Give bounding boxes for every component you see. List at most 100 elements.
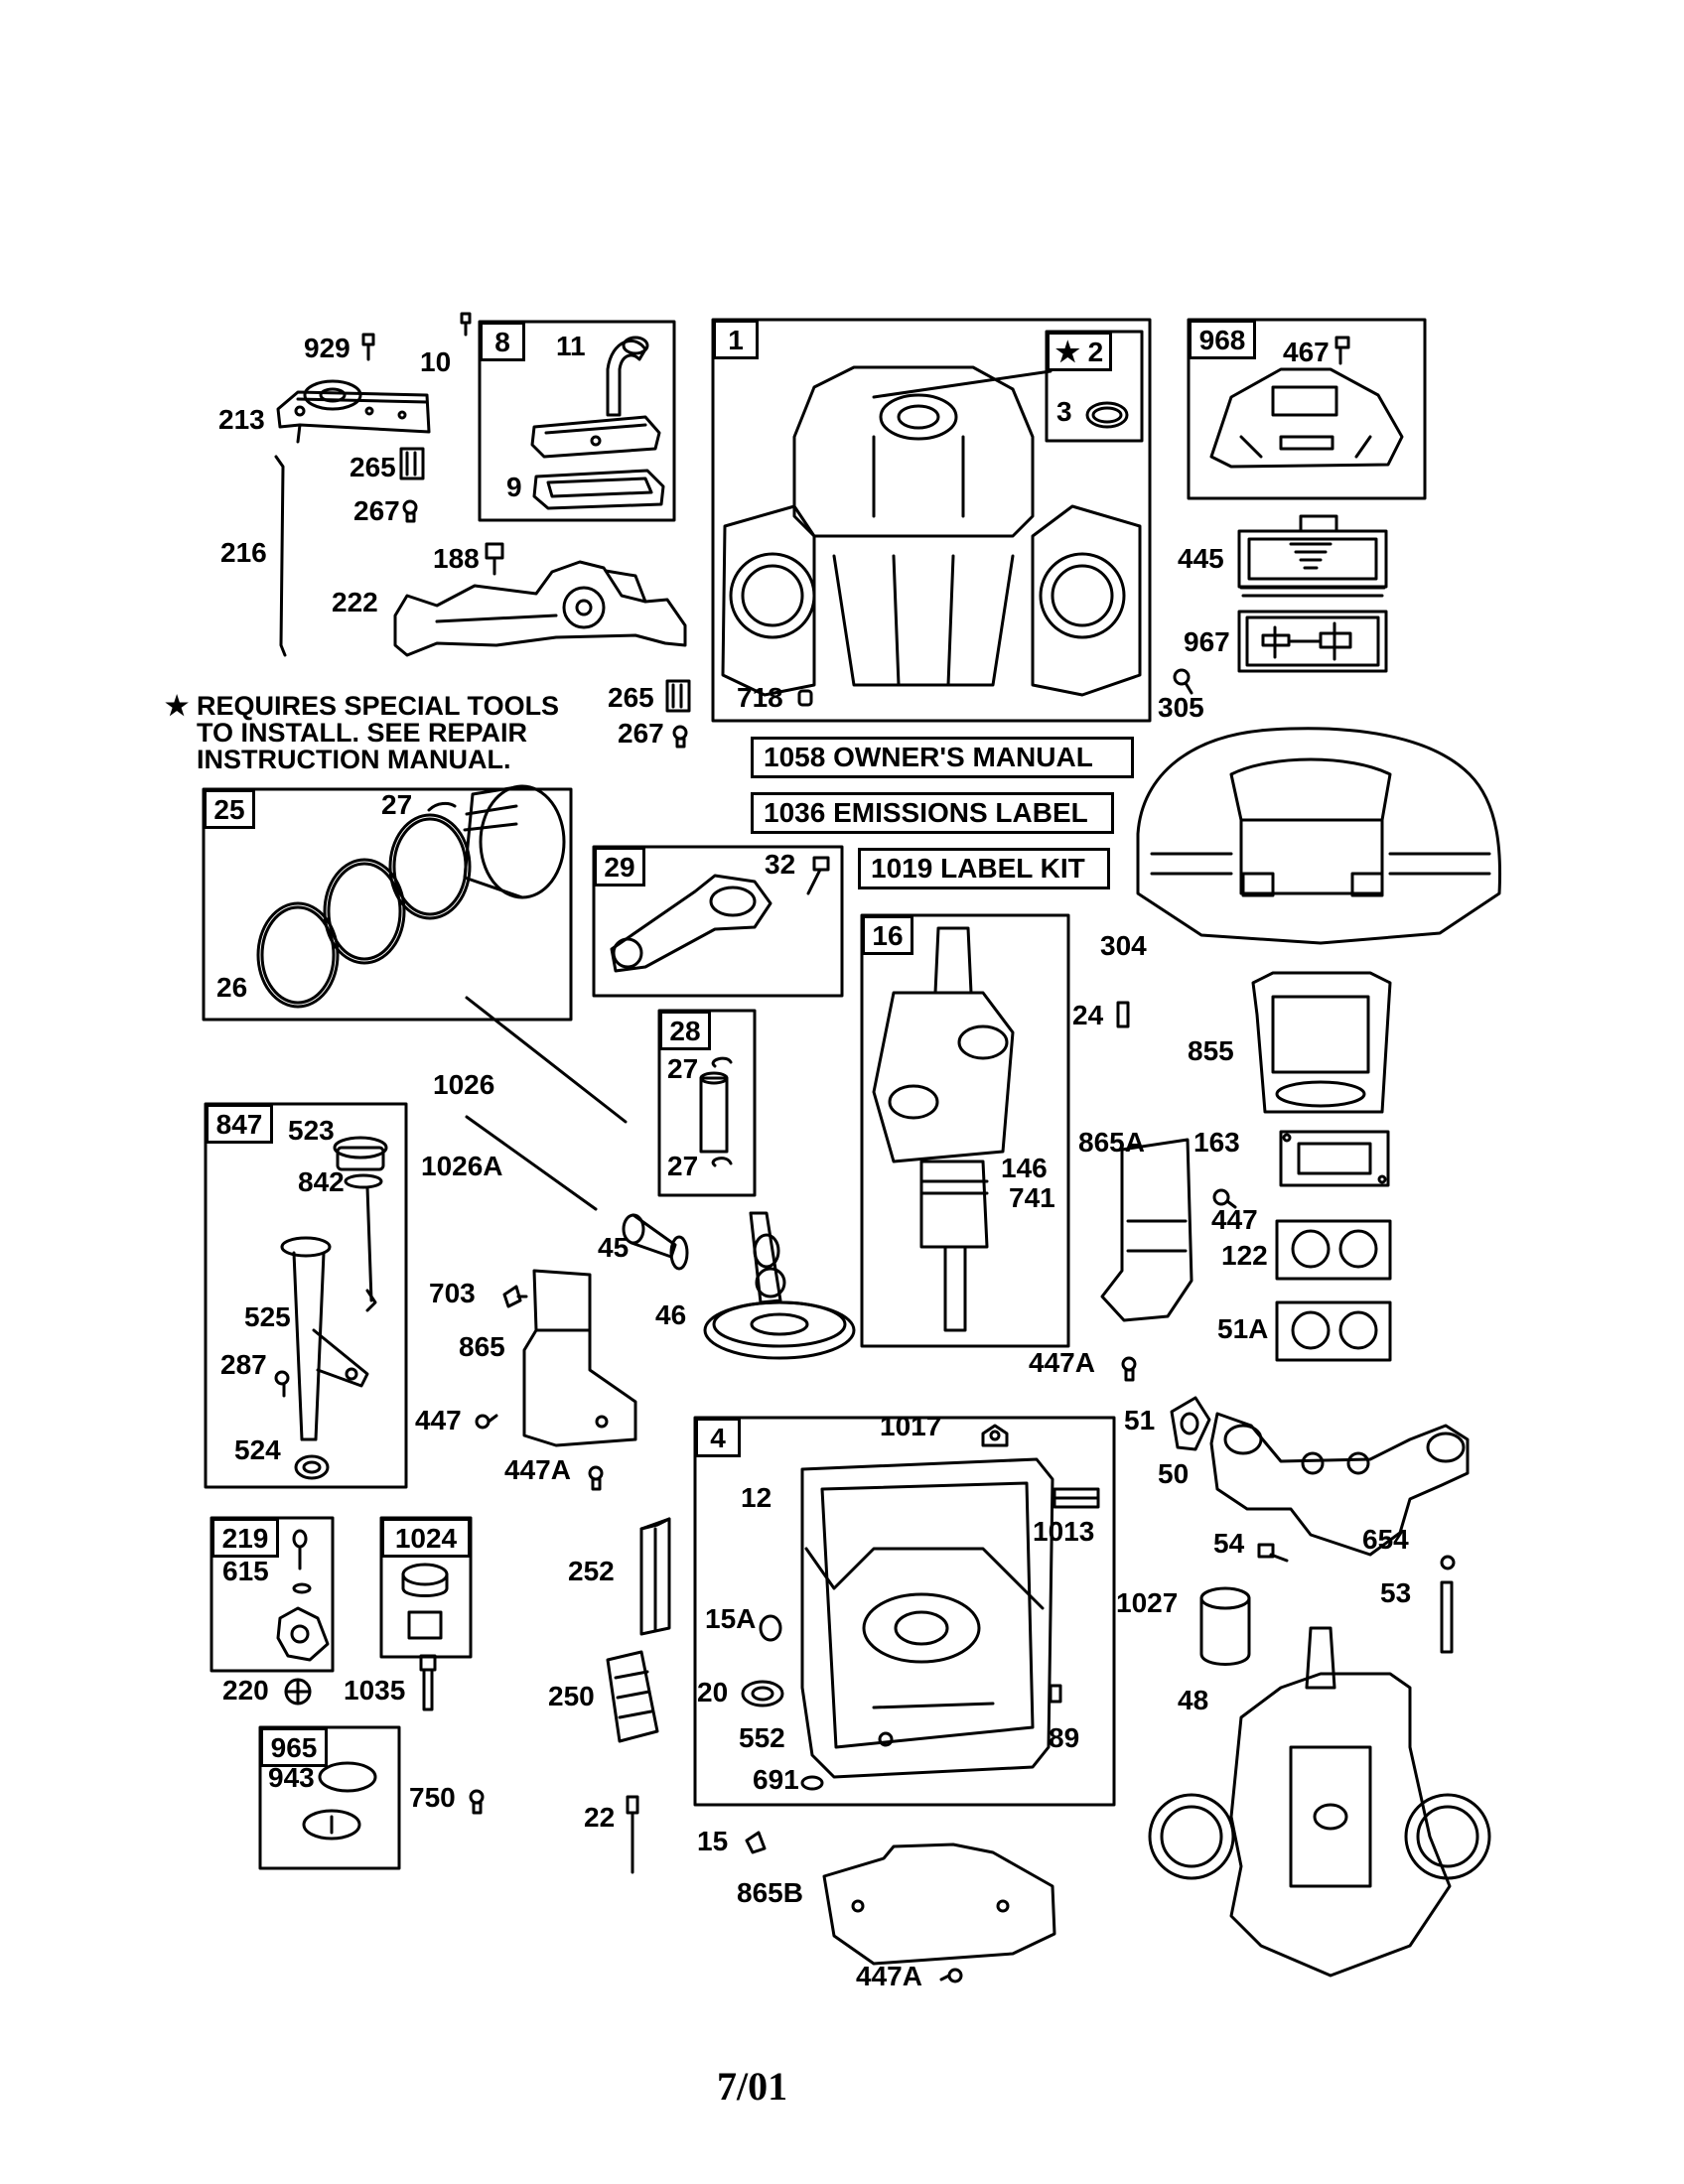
air-filter-445: [1237, 514, 1388, 598]
gasket-51: [1170, 1396, 1211, 1451]
part-label: 1027: [1116, 1587, 1179, 1618]
part-label: 943: [268, 1762, 315, 1793]
part-label: 447: [415, 1405, 462, 1435]
part-label: 267: [353, 495, 400, 526]
screw-267: [402, 499, 418, 523]
special-tools-symbol: ★: [165, 691, 190, 721]
part-label: 750: [409, 1782, 456, 1813]
part-label: 929: [304, 333, 351, 363]
part-label: 447A: [856, 1961, 922, 1991]
part-label: 525: [244, 1301, 291, 1332]
gasket-163: [1279, 1130, 1390, 1187]
oil-filter-1027: [1199, 1586, 1251, 1666]
part-label: 865B: [737, 1877, 803, 1908]
governor-link-216: [274, 455, 287, 657]
group-frame-4: [693, 1416, 1116, 1807]
group-frame-965: [258, 1725, 401, 1870]
seal-20: [741, 1680, 784, 1707]
fitting-89: [1049, 1684, 1062, 1704]
part-label: 26: [216, 972, 248, 1003]
plug-15: [745, 1831, 767, 1854]
crankshaft-16: [872, 926, 1015, 1332]
part-label: 1035: [344, 1675, 406, 1706]
breather-cover: [530, 415, 661, 459]
part-label: 718: [737, 682, 783, 713]
pushrod-1026A: [465, 1115, 598, 1211]
governor-shaft: [292, 1529, 308, 1570]
shield-865: [522, 1269, 637, 1447]
exhaust-manifold-50: [1209, 1412, 1470, 1557]
date-code: 7/01: [717, 2064, 788, 2109]
governor-bracket-213: [276, 379, 431, 444]
lifter-45: [622, 1213, 689, 1271]
group-number-4: 4: [695, 1418, 741, 1457]
part-label: 1013: [1033, 1516, 1095, 1547]
seal-524: [294, 1454, 330, 1480]
screw-929: [361, 333, 375, 361]
part-label: 45: [598, 1232, 630, 1263]
key-24: [1116, 1001, 1130, 1028]
part-label: 188: [433, 543, 480, 574]
part-label: 54: [1213, 1528, 1245, 1559]
screw-447A-bottom: [939, 1968, 963, 1983]
part-label: 865: [459, 1331, 505, 1362]
air-intake-adapter-855: [1251, 971, 1392, 1114]
part-label: 287: [220, 1349, 267, 1380]
screw-188: [485, 542, 504, 576]
kit-label-kit: 1019 LABEL KIT: [858, 848, 1110, 889]
washer-691: [800, 1775, 824, 1791]
plug-15A: [759, 1614, 782, 1642]
crankcase-cover-4: [800, 1457, 1054, 1779]
part-label: 447: [1211, 1204, 1258, 1235]
group-number-1: 1: [713, 320, 759, 359]
part-label: 20: [697, 1677, 729, 1707]
gasket-943: [318, 1761, 377, 1793]
pushrod-1026: [465, 996, 628, 1124]
group-frame-16: [860, 913, 1070, 1348]
screw-267b: [672, 725, 688, 749]
camshaft-46: [703, 1211, 856, 1360]
part-label: 51: [1124, 1405, 1156, 1435]
special-tools-note-line-3: INSTRUCTION MANUAL.: [197, 745, 511, 774]
group-number-847: 847: [206, 1104, 273, 1144]
part-label: 50: [1158, 1458, 1190, 1489]
part-label: 10: [420, 346, 452, 377]
part-label: 51A: [1217, 1313, 1269, 1344]
screw-467: [1334, 336, 1350, 365]
clip-703: [502, 1285, 528, 1308]
part-label: 250: [548, 1681, 595, 1711]
part-label: 3: [1056, 396, 1072, 427]
part-label: 865A: [1078, 1127, 1145, 1158]
piston-assembly-25: [256, 784, 566, 1009]
part-label: 15A: [705, 1603, 757, 1634]
part-label: 252: [568, 1556, 615, 1586]
part-label: 305: [1158, 692, 1204, 723]
kit-owners-manual: 1058 OWNER'S MANUAL: [751, 737, 1134, 778]
part-250: [606, 1650, 659, 1743]
connecting-rod-29: [610, 874, 772, 973]
special-tools-note-line-1: REQUIRES SPECIAL TOOLS: [197, 691, 560, 721]
part-label: 27: [667, 1053, 699, 1084]
screw-447-right: [1212, 1188, 1237, 1209]
part-label: 1026A: [421, 1151, 503, 1181]
screw-447A-mid: [1121, 1356, 1137, 1382]
part-label: 1026: [433, 1069, 495, 1100]
part-label: 445: [1178, 543, 1224, 574]
group-number-968: 968: [1189, 320, 1256, 359]
group-number-29: 29: [594, 847, 645, 887]
part-label: 46: [655, 1299, 687, 1330]
part-label: 1017: [880, 1411, 942, 1441]
governor-shaft-220: [284, 1678, 312, 1706]
gasket-51A: [1275, 1300, 1392, 1362]
shield-865B: [822, 1843, 1056, 1966]
cable-1013: [1052, 1487, 1100, 1509]
part-label: 691: [753, 1764, 799, 1795]
part-label: 53: [1380, 1577, 1412, 1608]
breather-gasket-9: [532, 469, 665, 510]
group-frame-8: [478, 320, 676, 522]
part-label: 27: [381, 789, 413, 820]
wrist-pin-28: [699, 1056, 733, 1167]
group-frame-29: [592, 845, 844, 998]
clip-265b: [665, 679, 691, 713]
screw-750: [469, 1789, 485, 1815]
